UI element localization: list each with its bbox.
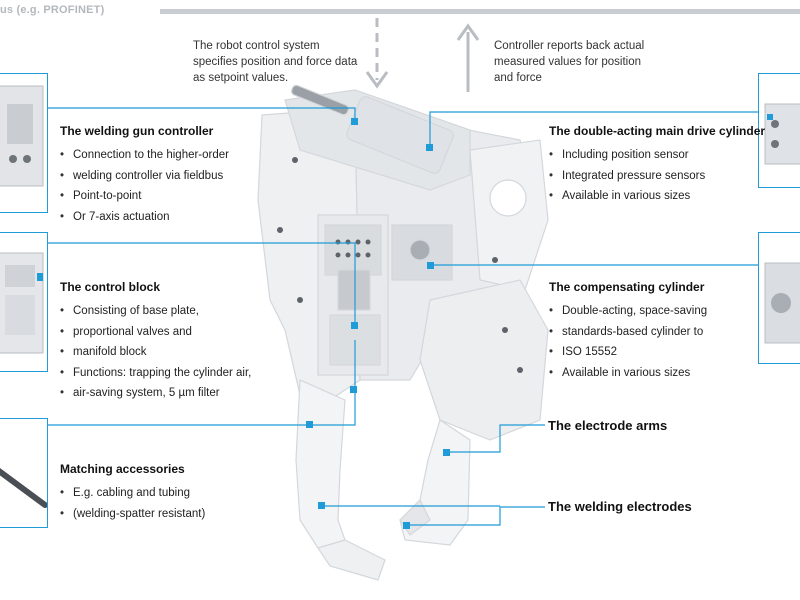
feedback-line-3: and force: [494, 72, 542, 84]
accessories-list: E.g. cabling and tubing (welding-spatter…: [60, 483, 205, 524]
electrode-arms-label: The electrode arms: [548, 418, 668, 433]
control-block-list: Consisting of base plate, proportional v…: [60, 301, 251, 404]
feedback-arrow: [456, 23, 480, 92]
feedback-line-2: measured values for position: [494, 56, 642, 68]
compensating-list: Double-acting, space-saving standards-ba…: [549, 301, 707, 383]
setpoint-line-2: specifies position and force data: [193, 56, 358, 68]
list-item: (welding-spatter resistant): [60, 504, 205, 525]
list-item: Connection to the higher-order: [60, 145, 229, 166]
list-item: Point-to-point: [60, 186, 229, 207]
main-drive-thumbnail: [758, 73, 800, 188]
gun-controller-image: [0, 85, 44, 187]
welding-electrodes-label: The welding electrodes: [548, 499, 692, 514]
list-item: Integrated pressure sensors: [549, 166, 705, 187]
main-drive-title: The double-acting main drive cylinder: [549, 124, 766, 138]
leader-lines: [48, 107, 760, 526]
gun-controller-thumbnail: [0, 73, 48, 213]
list-item: Available in various sizes: [549, 363, 707, 384]
fieldbus-label: us (e.g. PROFINET): [0, 4, 105, 16]
list-item: Or 7-axis actuation: [60, 207, 229, 228]
compensating-cylinder-image: [764, 262, 800, 344]
control-block-thumbnail: [0, 232, 48, 372]
welding-gun-body: [257, 84, 549, 581]
list-item: Available in various sizes: [549, 186, 705, 207]
accessories-thumbnail: [0, 418, 48, 528]
list-item: standards-based cylinder to: [549, 322, 707, 343]
list-item: Including position sensor: [549, 145, 705, 166]
list-item: welding controller via fieldbus: [60, 166, 229, 187]
main-drive-image: [764, 103, 800, 165]
list-item: Double-acting, space-saving: [549, 301, 707, 322]
list-item: air-saving system, 5 µm filter: [60, 383, 251, 404]
fieldbus-bar: us (e.g. PROFINET): [0, 0, 800, 30]
setpoint-line-1: The robot control system: [193, 40, 320, 52]
gun-controller-title: The welding gun controller: [60, 124, 214, 138]
setpoint-note: The robot control system specifies posit…: [193, 38, 357, 86]
list-item: E.g. cabling and tubing: [60, 483, 205, 504]
fieldbus-line: [160, 9, 800, 14]
setpoint-line-3: as setpoint values.: [193, 72, 289, 84]
main-drive-list: Including position sensor Integrated pre…: [549, 145, 705, 207]
setpoint-arrow: [365, 18, 389, 89]
feedback-line-1: Controller reports back actual: [494, 40, 645, 52]
list-item: manifold block: [60, 342, 251, 363]
list-item: Consisting of base plate,: [60, 301, 251, 322]
list-item: proportional valves and: [60, 322, 251, 343]
compensating-cylinder-thumbnail: [758, 232, 800, 364]
list-item: ISO 15552: [549, 342, 707, 363]
cable-image: [0, 468, 47, 508]
feedback-note: Controller reports back actual measured …: [494, 38, 644, 86]
gun-controller-list: Connection to the higher-order welding c…: [60, 145, 229, 227]
accessories-title: Matching accessories: [60, 462, 185, 476]
control-block-image: [0, 252, 44, 354]
control-block-title: The control block: [60, 280, 161, 294]
compensating-title: The compensating cylinder: [549, 280, 705, 294]
anchor-markers: [306, 118, 450, 529]
list-item: Functions: trapping the cylinder air,: [60, 363, 251, 384]
